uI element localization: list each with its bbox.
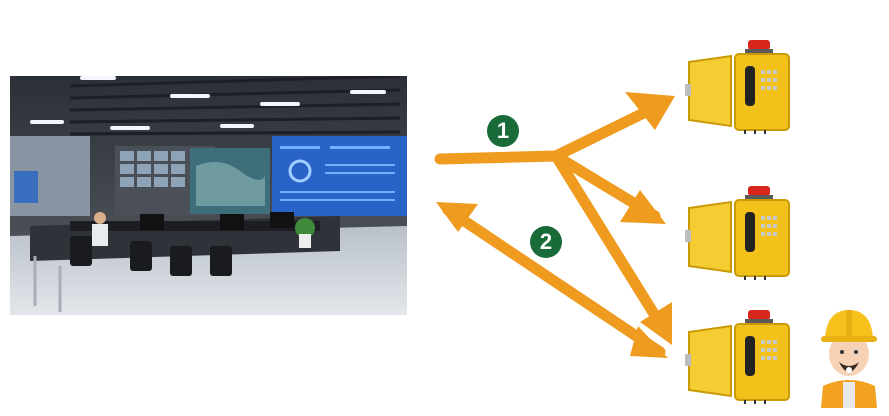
arrowhead-phone-3 xyxy=(640,302,672,345)
worker-avatar-icon xyxy=(815,304,883,408)
arrow-return xyxy=(442,204,666,358)
emergency-phone-icon xyxy=(685,34,795,134)
control-room-photo xyxy=(10,76,407,315)
step-marker-2: 2 xyxy=(530,226,562,258)
arrowhead-return-start xyxy=(436,202,478,232)
arrowhead-return-end xyxy=(630,326,668,358)
arrow-to-phone-3 xyxy=(550,150,670,336)
arrow-trunk xyxy=(434,150,562,165)
arrowhead-phone-1 xyxy=(625,92,675,130)
step-marker-2-label: 2 xyxy=(539,229,553,254)
emergency-phone-icon xyxy=(685,180,795,280)
emergency-phone-icon xyxy=(685,304,795,404)
step-marker-1-label: 1 xyxy=(496,118,510,143)
arrowhead-phone-2 xyxy=(620,190,666,224)
step-marker-1: 1 xyxy=(487,115,519,147)
